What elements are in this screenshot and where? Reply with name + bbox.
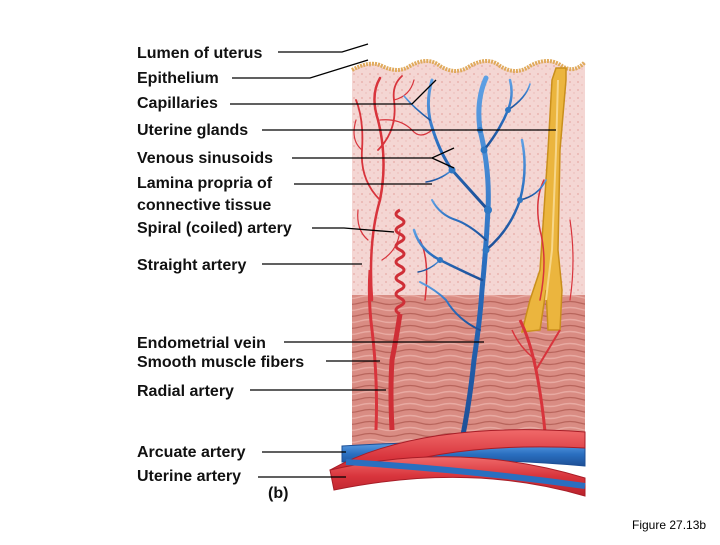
venous-sinusoid-bulges (437, 107, 523, 263)
leader-epithelium (232, 59, 369, 79)
leader-spiral (312, 227, 395, 233)
radial-artery-right (511, 319, 561, 433)
straight-artery (367, 269, 378, 431)
label-spiral-artery: Spiral (coiled) artery (137, 220, 292, 237)
label-epithelium: Epithelium (137, 70, 219, 87)
leader-sinusoids (292, 147, 455, 169)
label-capillaries: Capillaries (137, 95, 218, 112)
uterine-gland (521, 67, 567, 333)
label-straight-artery: Straight artery (137, 257, 247, 274)
label-lamina-propria-line2: connective tissue (137, 197, 272, 214)
label-arcuate-artery: Arcuate artery (137, 444, 246, 461)
label-uterine-artery: Uterine artery (137, 468, 242, 485)
lamina-propria (352, 61, 585, 295)
leader-lines (230, 43, 556, 478)
uterine-vein (345, 459, 586, 489)
label-lumen-of-uterus: Lumen of uterus (137, 45, 263, 62)
label-endometrial-vein: Endometrial vein (137, 335, 266, 352)
epithelium-layer (351, 59, 587, 73)
label-venous-sinusoids: Venous sinusoids (137, 150, 274, 167)
label-radial-artery: Radial artery (137, 383, 234, 400)
label-lamina-propria-line1: Lamina propria of (137, 175, 273, 192)
label-smooth-muscle-fibers: Smooth muscle fibers (137, 354, 305, 371)
spiral-artery (388, 208, 406, 431)
leader-capillaries (230, 79, 437, 105)
panel-letter: (b) (268, 485, 289, 502)
label-uterine-glands: Uterine glands (137, 122, 249, 139)
leader-lumen (278, 43, 369, 53)
figure-caption: Figure 27.13b (632, 518, 707, 532)
